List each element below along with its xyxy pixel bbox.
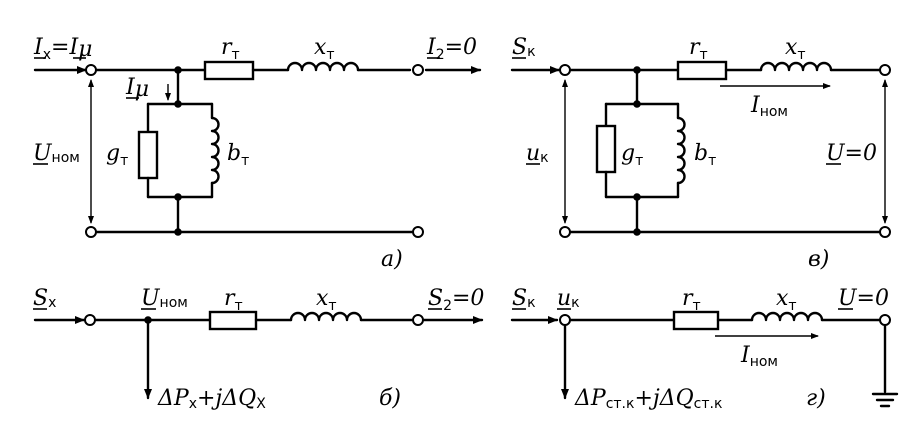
caption-g: г) — [806, 386, 826, 411]
label-loss: ΔPст.к+jΔQст.к — [574, 386, 722, 412]
panel-a: Ix=Iμ rт xт I2=0 Iμ Uном gт bт a) — [33, 35, 482, 272]
caption-a: a) — [381, 247, 403, 272]
resistor-rt — [676, 60, 728, 81]
label-xt: xт — [785, 35, 806, 63]
caption-v: в) — [808, 247, 829, 272]
caption-b: б) — [379, 386, 401, 411]
label-imu: Iμ — [125, 75, 149, 102]
label-gt: gт — [621, 141, 643, 169]
label-i2: I2=0 — [426, 35, 477, 63]
label-bt: bт — [227, 141, 249, 169]
inductor-xt — [750, 311, 824, 322]
label-uk: uк — [526, 141, 549, 166]
label-unom: Uном — [33, 141, 80, 166]
panel-g: Sк uк rт xт U=0 Iном ΔPст.к+jΔQст.к г) — [510, 286, 899, 412]
panel-v: Sк rт xт Iном uк gт bт U=0 в) — [510, 35, 891, 272]
susceptance-bt — [210, 116, 220, 185]
label-s2: S2=0 — [428, 286, 484, 314]
label-unom: Uном — [141, 286, 188, 311]
input-terminal — [85, 64, 97, 76]
label-inom: Iном — [740, 343, 778, 370]
resistor-rt — [672, 310, 720, 331]
label-xt: xт — [316, 286, 337, 314]
inductor-xt — [759, 61, 833, 72]
junction-node — [174, 66, 182, 74]
label-u0: U=0 — [826, 141, 877, 166]
label-u0: U=0 — [838, 286, 889, 311]
label-sk: Sк — [512, 35, 536, 60]
label-uk: uк — [557, 286, 580, 311]
label-loss: ΔPx+jΔQX — [157, 386, 266, 412]
label-rt: rт — [224, 286, 243, 314]
susceptance-bt — [676, 116, 686, 185]
label-ix: Ix=Iμ — [33, 35, 92, 63]
label-bt: bт — [694, 141, 716, 169]
label-sk: Sк — [512, 286, 536, 311]
label-rt: rт — [221, 35, 240, 63]
conductance-gt — [137, 130, 159, 180]
inductor-xt — [289, 311, 363, 322]
label-xt: xт — [314, 35, 335, 63]
panel-b: Sx Uном rт xт S2=0 ΔPx+jΔQX б) — [33, 286, 484, 412]
conductance-gt — [595, 124, 617, 174]
label-inom: Iном — [750, 93, 788, 120]
resistor-rt — [203, 60, 255, 81]
label-sx: Sx — [33, 286, 56, 311]
label-xt: xт — [776, 286, 797, 314]
label-gt: gт — [106, 141, 128, 169]
inductor-xt — [286, 61, 360, 72]
label-rt: rт — [682, 286, 701, 314]
output-terminal — [412, 64, 424, 76]
label-rt: rт — [689, 35, 708, 63]
resistor-rt — [208, 310, 258, 331]
